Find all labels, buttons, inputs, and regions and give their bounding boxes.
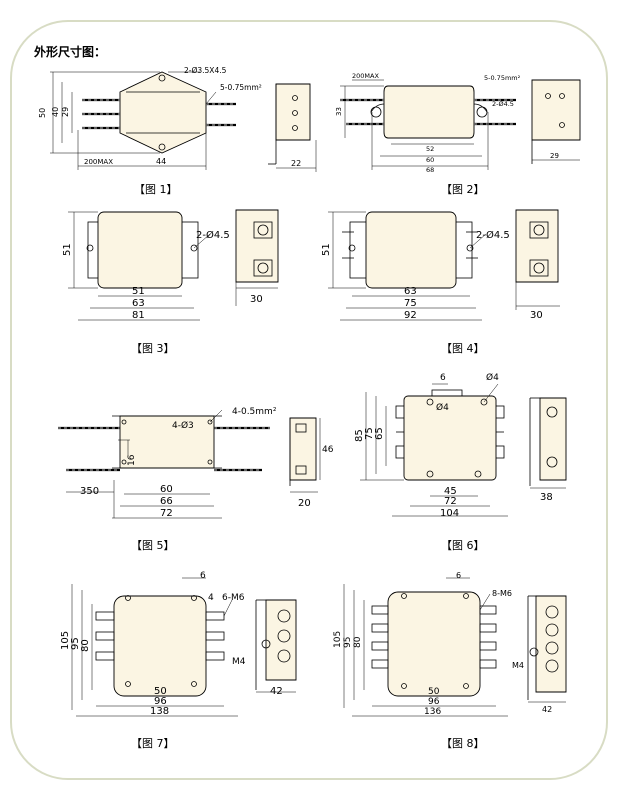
fig7-d42: 42 [270,686,283,697]
fig6-d45: 45 [444,486,457,497]
caption-fig8: 【图 8】 [441,737,485,750]
fig8-d42: 42 [542,705,552,714]
fig7-d138: 138 [150,706,169,717]
fig5-d66: 66 [160,496,173,507]
fig8-d95: 95 [343,637,353,648]
fig7-d6: 6 [200,571,206,581]
fig6-d104: 104 [440,508,459,519]
fig6-d85: 85 [354,429,365,442]
fig7-d4: 4 [208,593,214,603]
fig8-d80: 80 [353,636,363,648]
outer-frame [10,20,608,780]
fig8-d96: 96 [428,697,440,707]
caption-fig7: 【图 7】 [131,737,175,750]
fig5-d46: 46 [322,445,334,455]
fig6-hole2: Ø4 [436,402,449,413]
fig8-d6: 6 [456,571,461,580]
fig4-d63: 63 [404,286,417,297]
fig1-d29: 29 [61,107,70,117]
fig3-drawing: 51 51 63 81 2-Ø4.5 30 [62,209,279,321]
caption-fig3: 【图 3】 [131,342,175,355]
fig7-d80: 80 [80,639,91,652]
fig4-d51: 51 [321,243,332,256]
fig6-d72: 72 [444,496,457,507]
fig2-d33: 33 [335,107,343,116]
fig7-term: 6-M6 [222,593,245,603]
fig2-drawing: 33 200MAX 52 60 68 5-0.75mm² 2-Ø4.5 29 [335,72,581,174]
fig2-d52: 52 [426,145,434,153]
caption-fig5: 【图 5】 [131,539,175,552]
caption-fig2: 【图 2】 [441,183,485,196]
fig1-d40: 40 [51,107,60,117]
fig4-hole: 2-Ø4.5 [476,229,510,241]
fig7-drawing: 105 95 80 50 96 138 6 4 6-M6 M4 42 [60,571,297,717]
page-heading: 外形尺寸图： [34,45,107,59]
fig6-drawing: 85 75 65 45 72 104 6 Ø4 Ø4 38 [354,372,567,519]
fig8-term: 8-M6 [492,589,512,598]
fig8-d105: 105 [333,631,343,648]
fig1-wire: 5-0.75mm² [220,83,262,92]
fig2-hole: 2-Ø4.5 [492,100,514,108]
fig5-d16: 16 [127,454,137,466]
fig2-d60: 60 [426,156,434,164]
fig5-d20: 20 [298,498,311,509]
fig2-wire: 5-0.75mm² [484,74,521,82]
fig7-d105: 105 [60,631,71,650]
fig6-hole: Ø4 [486,372,499,383]
fig5-d72: 72 [160,508,173,519]
fig5-d350: 350 [80,486,99,497]
fig8-d50: 50 [428,687,440,697]
fig5-drawing: 16 350 60 66 72 4-Ø3 4-0.5mm² 46 20 [58,407,334,519]
fig5-d60: 60 [160,484,173,495]
fig3-hole: 2-Ø4.5 [196,229,230,241]
fig3-d81: 81 [132,310,145,321]
fig7-m4: M4 [232,657,246,667]
fig7-d95: 95 [70,637,81,650]
fig2-d68: 68 [426,166,434,174]
fig6-d6: 6 [440,373,446,383]
fig4-drawing: 51 63 75 92 2-Ø4.5 30 [321,209,560,321]
fig2-d200: 200MAX [352,72,379,80]
fig7-d50: 50 [154,686,167,697]
fig3-d63: 63 [132,298,145,309]
fig1-d44: 44 [156,157,166,166]
fig1-d22: 22 [291,159,301,168]
caption-fig6: 【图 6】 [441,539,485,552]
fig4-d92: 92 [404,310,417,321]
fig3-d51b: 51 [132,286,145,297]
fig3-d51: 51 [62,243,73,256]
fig8-drawing: 105 95 80 50 96 136 6 8-M6 M4 42 [333,571,567,717]
fig1-hole: 2-Ø3.5X4.5 [184,66,227,75]
fig8-d136: 136 [424,707,441,717]
fig4-d30: 30 [530,310,543,321]
fig6-d75: 75 [364,427,375,440]
fig1-d200: 200MAX [84,158,113,166]
fig4-d75: 75 [404,298,417,309]
fig5-hole: 4-Ø3 [172,420,194,431]
caption-fig4: 【图 4】 [441,342,485,355]
fig1-d50: 50 [38,108,47,118]
fig6-d38: 38 [540,492,553,503]
fig6-d65: 65 [374,427,385,440]
fig7-d96: 96 [154,696,167,707]
caption-fig1: 【图 1】 [134,183,178,196]
fig3-d30: 30 [250,294,263,305]
fig2-d29: 29 [550,152,559,160]
fig1-drawing: 50 40 29 200MAX 44 2-Ø3.5X4.5 5-0.75mm² … [38,66,317,172]
fig8-m4: M4 [512,661,524,670]
fig5-wire: 4-0.5mm² [232,407,277,417]
